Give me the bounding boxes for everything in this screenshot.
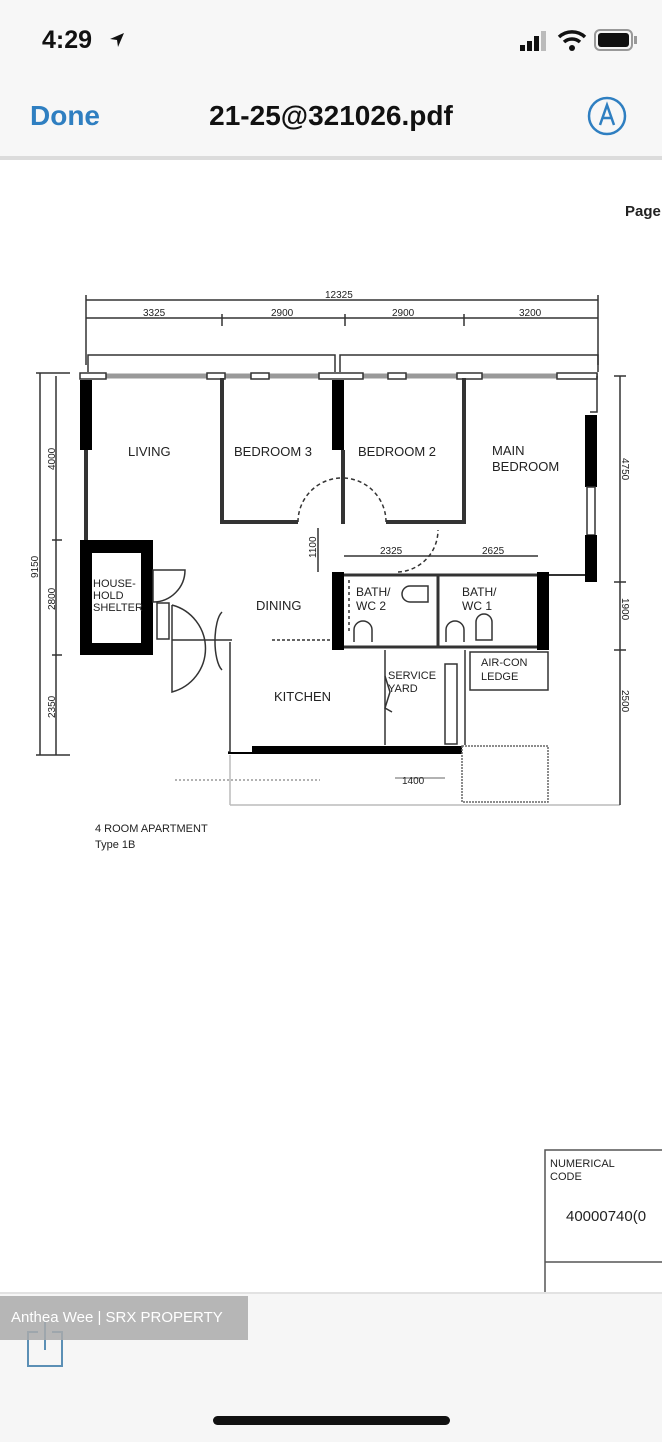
svg-text:2500: 2500: [619, 690, 630, 713]
plan-caption: 4 ROOM APARTMENT: [95, 823, 208, 835]
svg-text:2350: 2350: [47, 695, 58, 718]
svg-text:YARD: YARD: [388, 683, 418, 695]
status-bar: 4:29: [0, 0, 662, 72]
svg-text:WC 2: WC 2: [356, 599, 386, 613]
status-time: 4:29: [42, 26, 93, 54]
svg-text:2900: 2900: [271, 308, 294, 319]
room-bedroom-3: BEDROOM 3: [234, 444, 312, 459]
room-service-yard: SERVICE: [388, 670, 436, 682]
signal-icon: [520, 31, 546, 51]
svg-text:3200: 3200: [519, 308, 542, 319]
room-main-bedroom: MAIN: [492, 443, 525, 458]
room-dining: DINING: [256, 598, 302, 613]
svg-text:4750: 4750: [619, 458, 630, 481]
svg-text:SHELTER: SHELTER: [93, 602, 143, 614]
svg-text:1900: 1900: [619, 598, 630, 621]
floor-plan: [36, 295, 626, 806]
svg-text:3325: 3325: [143, 308, 166, 319]
navigation-bar: Done 21-25@321026.pdf: [0, 72, 662, 160]
dimension-labels: 12325 3325 2900 2900 3200 9150 4000 2800…: [30, 290, 630, 787]
svg-text:4000: 4000: [47, 447, 58, 470]
svg-text:2325: 2325: [380, 546, 403, 557]
room-bath-wc-1: BATH/: [462, 585, 497, 599]
svg-text:2900: 2900: [392, 308, 415, 319]
svg-text:12325: 12325: [325, 290, 353, 301]
svg-text:WC 1: WC 1: [462, 599, 492, 613]
svg-text:1400: 1400: [402, 776, 425, 787]
svg-text:CODE: CODE: [550, 1171, 582, 1183]
watermark: Anthea Wee | SRX PROPERTY: [0, 1296, 248, 1340]
room-bedroom-2: BEDROOM 2: [358, 444, 436, 459]
svg-text:9150: 9150: [30, 555, 41, 578]
plan-type: Type 1B: [95, 839, 135, 851]
numerical-code-box: NUMERICAL CODE 40000740(0: [544, 1149, 662, 1292]
svg-text:2800: 2800: [47, 587, 58, 610]
home-indicator[interactable]: [213, 1416, 450, 1425]
room-living: LIVING: [128, 444, 171, 459]
battery-icon: [594, 29, 637, 51]
location-arrow-icon: [110, 33, 124, 47]
markup-pen-icon[interactable]: [587, 96, 627, 136]
document-title: 21-25@321026.pdf: [209, 100, 453, 131]
numerical-code-value: 40000740(0: [566, 1208, 646, 1225]
svg-text:NUMERICAL: NUMERICAL: [550, 1158, 615, 1170]
room-aircon-ledge: AIR-CON: [481, 657, 528, 669]
svg-text:2625: 2625: [482, 546, 505, 557]
svg-text:LEDGE: LEDGE: [481, 671, 518, 683]
svg-text:HOLD: HOLD: [93, 590, 124, 602]
room-kitchen: KITCHEN: [274, 689, 331, 704]
pdf-page: Page: [30, 203, 662, 1292]
svg-text:BEDROOM: BEDROOM: [492, 459, 559, 474]
done-button[interactable]: Done: [30, 100, 100, 131]
svg-text:1100: 1100: [308, 536, 319, 558]
wifi-icon: [557, 30, 587, 51]
page-label: Page: [625, 203, 661, 220]
room-labels: LIVING BEDROOM 3 BEDROOM 2 MAIN BEDROOM …: [93, 443, 559, 704]
room-bath-wc-2: BATH/: [356, 585, 391, 599]
room-household-shelter: HOUSE-: [93, 578, 136, 590]
